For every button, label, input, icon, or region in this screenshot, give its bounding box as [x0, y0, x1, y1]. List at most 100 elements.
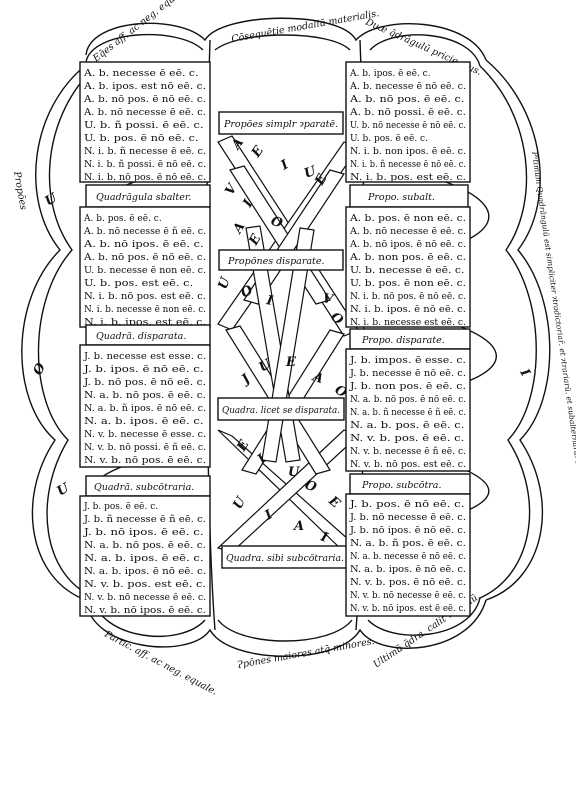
band-letter: I [264, 293, 274, 309]
band-letter: E [325, 493, 344, 512]
proposition-line: A. b. nō ipos. ē eē. c. [83, 240, 204, 250]
box-bottom-right-title: Propo. subcōtra. [361, 480, 441, 491]
proposition-line: N. a. b. nō pos. ē eē. c. [84, 541, 206, 551]
band-letter: I [516, 366, 533, 380]
proposition-line: U. b. ñ possi. ē eē. c. [84, 121, 204, 131]
box-mid-left: Quadrāgula sbalter. A. b. pos. ē eē. c. A… [79, 184, 211, 328]
proposition-line: J. b. non pos. ē eē. c. [349, 382, 466, 392]
proposition-line: U. b. necesse ē non eē. c. [84, 266, 206, 276]
proposition-line: J. b. nō ipos. ē nō eē. c. [349, 526, 466, 536]
proposition-line: J. b. pos. ē nō eē. c. [349, 500, 465, 510]
proposition-line: A. b. pos. ē non eē. c. [349, 214, 466, 224]
proposition-line: A. b. nō pos. ē nō eē. c. [83, 95, 206, 105]
band-letter: U [43, 190, 61, 209]
proposition-line: N. i. b. necesse ē non eē. c. [84, 305, 206, 315]
center-label-quadra-disparata-text: Quadra. licet se disparata. [222, 405, 340, 416]
proposition-line: N. v. b. necesse ē esse. c. [84, 430, 206, 440]
box-lower-right: Propo. disparate. J. b. impos. ē esse. c… [345, 328, 471, 472]
proposition-line: N. i. b. pos. est eē. c. [350, 173, 466, 183]
proposition-line: N. a. b. ipos. ē nō eē. c. [84, 567, 206, 577]
center-label-quadra-subcontraria: Quadra. sibi subcōtraria. [221, 545, 349, 569]
proposition-line: N. v. b. nō pos. est eē. c. [350, 460, 466, 470]
proposition-line: N. a. b. necesse ē nō eē. c. [350, 552, 466, 562]
proposition-line: J. b. nō ipos. ē eē. c. [83, 528, 204, 538]
proposition-line: N. v. b. nō necesse ē eē. c. [84, 593, 206, 603]
proposition-line: N. i. b. ipos. ē nō eē. c. [350, 305, 466, 315]
proposition-line: N. i. b. nō pos. ē nō eē. c. [350, 292, 466, 302]
crossing-bands [216, 135, 360, 553]
arc-label-top-center: Cōsequētie modaliū materialis. [231, 8, 380, 45]
proposition-line: N. i. b. nō pos. ē nō eē. c. [84, 173, 206, 183]
proposition-line: N. a. b. ñ pos. ē eē. c. [350, 539, 466, 549]
proposition-line: A. b. nō pos. ē nō eē. c. [83, 253, 206, 263]
proposition-line: A. b. ipos. ē eē. c. [349, 69, 431, 79]
proposition-line: U. b. necesse ē eē. c. [350, 266, 465, 276]
proposition-line: N. v. b. nō possi. ē ñ eē. c. [84, 443, 206, 453]
proposition-line: A. b. necesse ē eē. c. [83, 69, 199, 79]
box-mid-right-title: Propo. subalt. [367, 192, 435, 203]
box-top-left: A. b. necesse ē eē. c.A. b. ipos. est nō… [79, 61, 211, 183]
proposition-line: N. v. b. nō ipos. est ē eē. c. [350, 604, 466, 614]
band-letter: U [288, 465, 300, 480]
center-label-simple-text: Propōes simplr ɂparatē. [223, 119, 338, 130]
center-labels: Propōes simplr ɂparatē. Propōnes dispara… [217, 111, 349, 569]
proposition-line: U. b. pos. ē non eē. c. [350, 279, 466, 289]
proposition-line: A. b. nō pos. ē eē. c. [349, 95, 465, 105]
proposition-line: N. v. b. nō ipos. ē eē. c. [84, 606, 206, 616]
proposition-line: N. i. b. ipos. est eē. c. [84, 318, 206, 328]
proposition-line: N. v. b. pos. est eē. c. [84, 580, 206, 590]
box-bottom-right: Propo. subcōtra. J. b. pos. ē nō eē. c. J… [345, 473, 471, 617]
box-top-right: A. b. ipos. ē eē. c.A. b. necesse ē nō e… [345, 61, 471, 183]
proposition-line: J. b. ipos. ē nō eē. c. [83, 365, 204, 375]
band-letter: E [248, 143, 267, 161]
proposition-line: N. a. b. ñ ipos. ē nō eē. c. [84, 404, 206, 414]
proposition-line: J. b. nō necesse ē eē. c. [349, 513, 466, 523]
band-letter: U [55, 480, 73, 499]
center-label-quadra-disparata: Quadra. licet se disparata. [217, 397, 345, 421]
proposition-line: N. v. b. necesse ē ñ eē. c. [350, 447, 466, 457]
proposition-line: N. i. b. non ipos. ē eē. c. [350, 147, 466, 157]
band-letter: A [292, 519, 304, 534]
proposition-line: N. a. b. pos. ē eē. c. [350, 421, 465, 431]
box-lower-left-title: Quadrā. disparata. [96, 331, 186, 342]
proposition-line: N. v. b. pos. ē nō eē. c. [350, 578, 466, 588]
proposition-line: J. b. necesse est esse. c. [83, 352, 206, 362]
band-letter: U [230, 494, 249, 512]
box-mid-left-title: Quadrāgula sbalter. [96, 192, 191, 203]
proposition-line: A. b. nō necesse ē ñ eē. c. [83, 227, 206, 237]
proposition-line: J. b. pos. ē eē. c. [83, 502, 158, 512]
box-lower-right-title: Propo. disparate. [361, 335, 445, 346]
box-mid-right: Propo. subalt. A. b. pos. ē non eē. c. A.… [345, 184, 471, 328]
proposition-line: N. i. b. ñ necesse ē nō eē. c. [350, 160, 466, 170]
proposition-line: A. b. non pos. ē eē. c. [349, 253, 466, 263]
proposition-line: N. a. b. ipos. ē nō eē. c. [350, 565, 466, 575]
proposition-line: N. v. b. pos. ē eē. c. [350, 434, 465, 444]
center-label-disparate: Propōnes disparate. [218, 249, 344, 271]
band-letter: A [229, 220, 248, 238]
band-letter: O [30, 360, 49, 378]
proposition-line: A. b. pos. ē eē. c. [83, 214, 162, 224]
proposition-line: N. a. b. ipos. ē eē. c. [84, 417, 204, 427]
proposition-line: N. i. b. ñ possi. ē nō eē. c. [84, 160, 206, 170]
proposition-line: J. b. impos. ē esse. c. [349, 356, 466, 366]
proposition-line: N. i. b. necesse est eē. c. [350, 318, 466, 328]
proposition-line: U. b. nō necesse ē nō eē. c. [350, 121, 466, 131]
proposition-line: U. b. pos. ē nō eē. c. [84, 134, 199, 144]
box-bottom-left-title: Quadrā. subcōtraria. [94, 482, 194, 493]
arc-label-left-side: Propōes [11, 170, 29, 211]
proposition-line: A. b. nō necesse ē eē. c. [83, 108, 206, 118]
proposition-line: A. b. nō ipos. ē nō eē. c. [349, 240, 466, 250]
proposition-line: A. b. nō possi. ē eē. c. [349, 108, 466, 118]
proposition-line: N. a. b. ipos. ē eē. c. [84, 554, 204, 564]
center-label-quadra-subcontraria-text: Quadra. sibi subcōtraria. [226, 553, 344, 564]
center-label-disparate-text: Propōnes disparate. [227, 256, 325, 267]
proposition-line: N. a. b. nō pos. ē nō eē. c. [350, 395, 466, 405]
proposition-line: A. b. nō necesse ē eē. c. [349, 227, 466, 237]
proposition-line: J. b. nō pos. ē nō eē. c. [83, 378, 206, 388]
arc-label-right-side: Pᵃtimum Quadrāngulū est simpliciter ɂtra… [530, 150, 576, 628]
band-letter: U [216, 275, 234, 291]
proposition-line: J. b. ñ necesse ē ñ eē. c. [83, 515, 206, 525]
proposition-line: U. b. pos. ē eē. c. [350, 134, 428, 144]
center-label-simple: Propōes simplr ɂparatē. [218, 111, 344, 135]
proposition-line: N. i. b. ñ necesse ē eē. c. [84, 147, 206, 157]
